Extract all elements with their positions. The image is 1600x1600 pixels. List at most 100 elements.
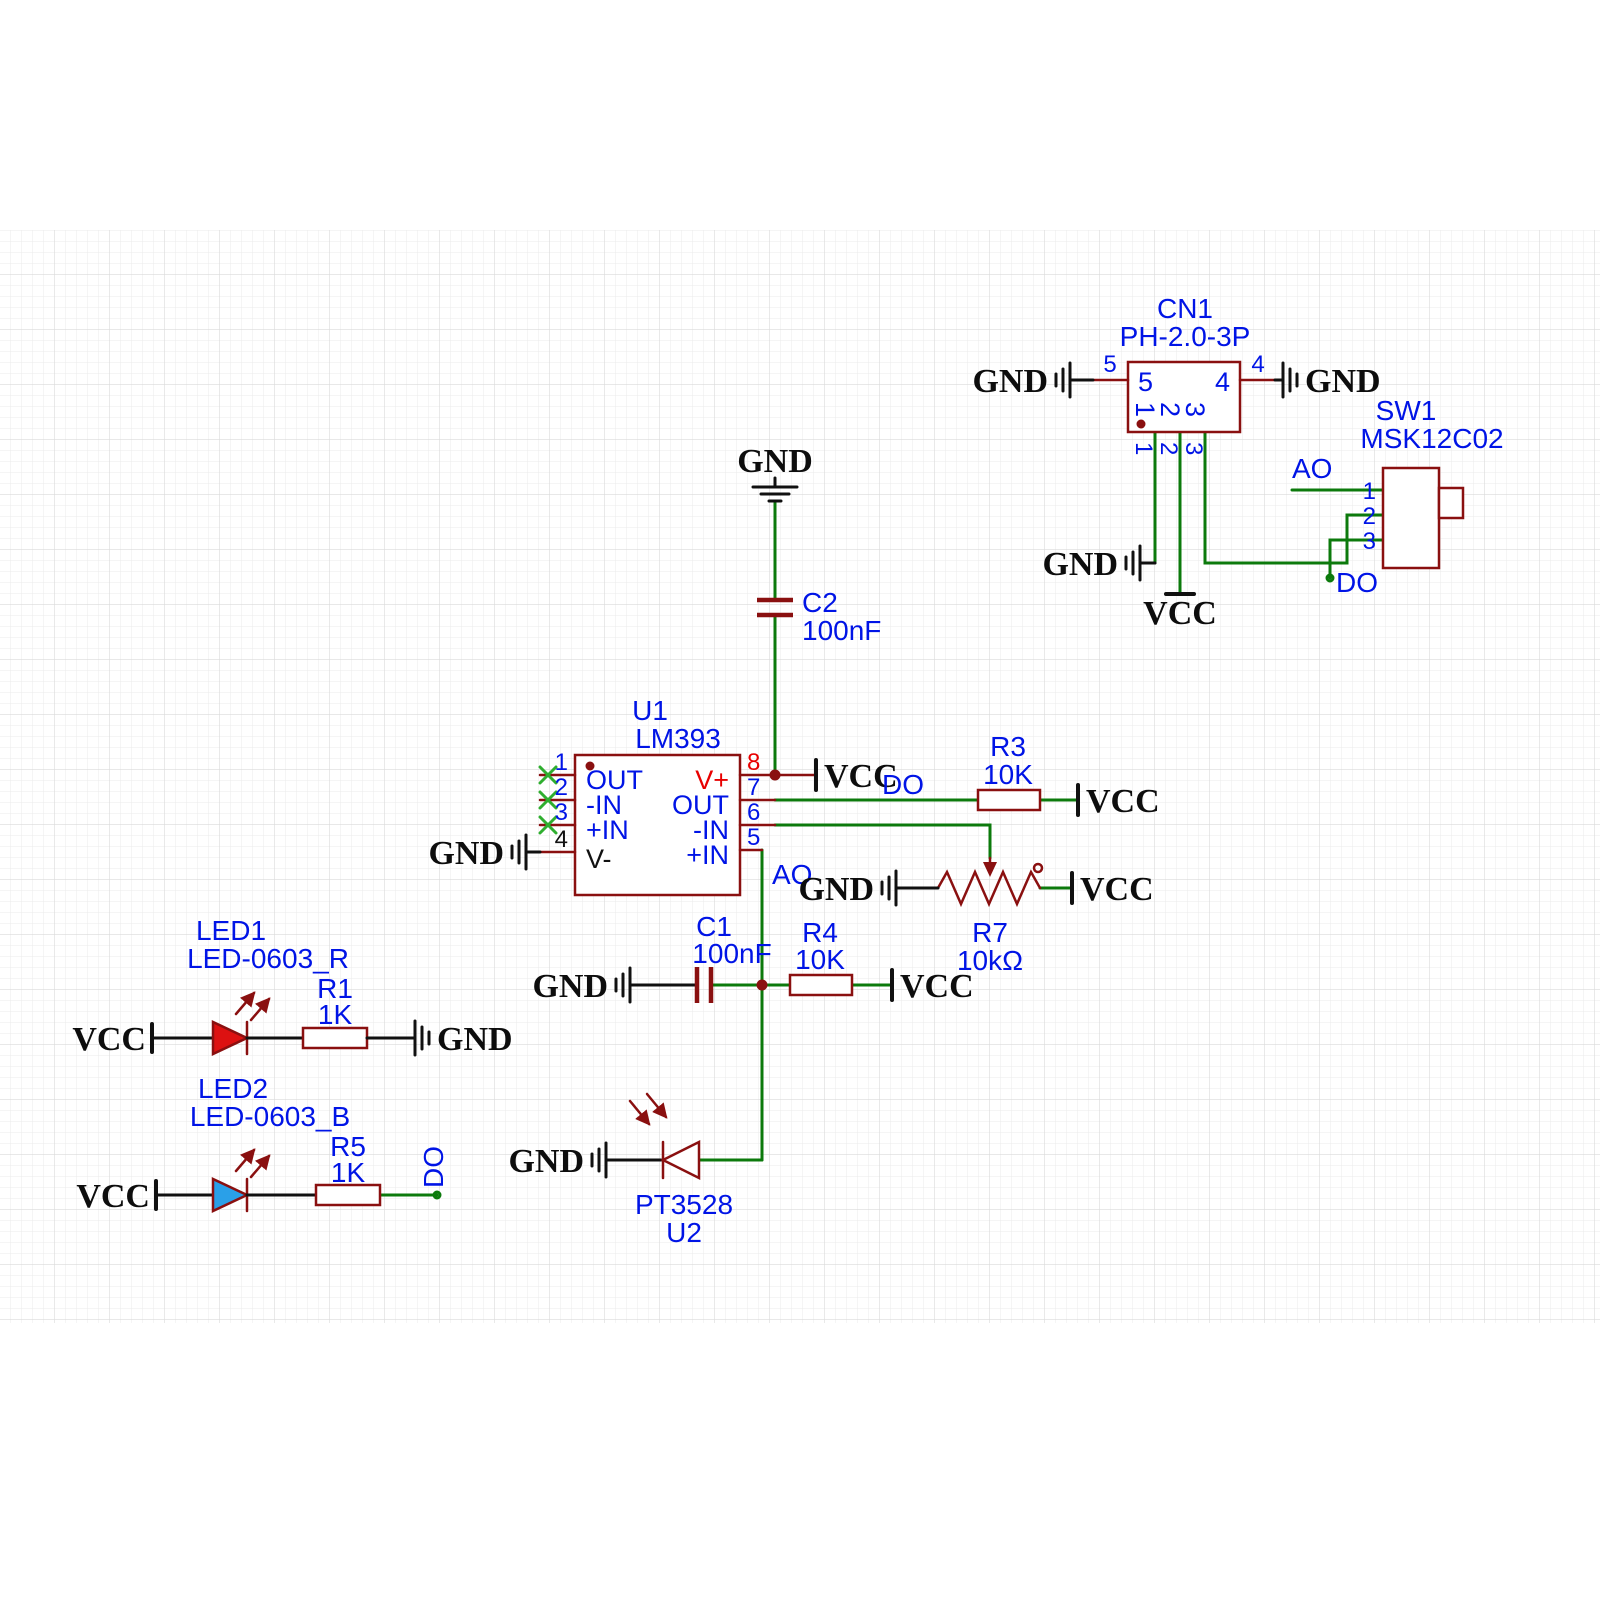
r7-value-label[interactable]: 10kΩ bbox=[957, 945, 1023, 976]
vcc-net-label[interactable]: VCC bbox=[824, 758, 898, 795]
led2-blue[interactable]: LED2 LED-0603_B bbox=[190, 1073, 350, 1213]
resistor-r4[interactable]: R4 10K bbox=[788, 917, 854, 997]
wire-cn1-pin3-to-sw1[interactable] bbox=[1203, 430, 1385, 565]
gnd-port-r7[interactable]: GND bbox=[798, 869, 940, 908]
do-net-label[interactable]: DO bbox=[418, 1146, 449, 1188]
potentiometer-r7[interactable]: R7 10kΩ bbox=[936, 856, 1044, 976]
u1-value-label[interactable]: LM393 bbox=[635, 723, 721, 754]
resistor-r5[interactable]: R5 1K bbox=[314, 1131, 382, 1207]
vcc-net-label[interactable]: VCC bbox=[72, 1021, 146, 1058]
led2-value-label[interactable]: LED-0603_B bbox=[190, 1101, 350, 1132]
gnd-net-label[interactable]: GND bbox=[437, 1021, 513, 1058]
cn1-body[interactable] bbox=[1126, 360, 1242, 434]
r3-body[interactable] bbox=[976, 788, 1042, 812]
gnd-port-cn1-right[interactable]: GND bbox=[1273, 361, 1381, 400]
u1-pin4-number: 4 bbox=[555, 826, 568, 853]
ao-net-label[interactable]: AO bbox=[772, 859, 812, 890]
r5-body[interactable] bbox=[314, 1183, 382, 1207]
vcc-net-label[interactable]: VCC bbox=[900, 968, 974, 1005]
r4-body[interactable] bbox=[788, 973, 854, 997]
gnd-net-label[interactable]: GND bbox=[428, 835, 504, 872]
r3-value-label[interactable]: 10K bbox=[983, 759, 1033, 790]
gnd-port-cn1-pin1[interactable]: GND bbox=[1042, 544, 1157, 583]
gnd-net-label[interactable]: GND bbox=[1305, 363, 1381, 400]
u2-ref-label[interactable]: U2 bbox=[666, 1217, 702, 1248]
u1-body[interactable] bbox=[573, 753, 742, 897]
gnd-net-label[interactable]: GND bbox=[972, 363, 1048, 400]
gnd-net-label[interactable]: GND bbox=[798, 871, 874, 908]
led2-triangle[interactable] bbox=[211, 1177, 250, 1213]
vcc-net-label[interactable]: VCC bbox=[1143, 595, 1217, 632]
wire-pin6-to-r7-wiper[interactable] bbox=[773, 823, 992, 860]
gnd-net-label[interactable]: GND bbox=[1042, 546, 1118, 583]
vcc-net-label[interactable]: VCC bbox=[76, 1178, 150, 1215]
r7-zigzag[interactable] bbox=[936, 868, 1042, 908]
junction-ao-c1-r4 bbox=[756, 979, 768, 991]
u1-ref-label[interactable]: U1 bbox=[632, 695, 668, 726]
r3-ref-label[interactable]: R3 bbox=[990, 731, 1026, 762]
ao-net-label[interactable]: AO bbox=[1292, 453, 1332, 484]
capacitor-c2[interactable]: C2 100nF bbox=[757, 587, 881, 646]
connector-cn1[interactable]: CN1 PH-2.0-3P 5 4 5 4 1 2 3 1 2 3 bbox=[1091, 293, 1277, 455]
gnd-port-c1[interactable]: GND bbox=[532, 966, 699, 1005]
led1-ref-label[interactable]: LED1 bbox=[196, 915, 266, 946]
do-net-label[interactable]: DO bbox=[1336, 567, 1378, 598]
r1-body[interactable] bbox=[301, 1026, 369, 1050]
r4-ref-label[interactable]: R4 bbox=[802, 917, 838, 948]
ic-u1-lm393[interactable]: U1 LM393 1 2 3 4 8 7 6 5 OUT -IN +IN V- … bbox=[538, 695, 818, 897]
gnd-net-label[interactable]: GND bbox=[737, 443, 813, 480]
vcc-net-label[interactable]: VCC bbox=[1086, 783, 1160, 820]
r1-value-label[interactable]: 1K bbox=[318, 999, 353, 1030]
vcc-port-u1-pin8[interactable]: VCC bbox=[814, 758, 898, 795]
vcc-port-cn1-pin2[interactable]: VCC bbox=[1143, 592, 1217, 632]
gnd-net-label[interactable]: GND bbox=[532, 968, 608, 1005]
gnd-port-u1-pin4[interactable]: GND bbox=[428, 833, 542, 872]
c1-value-label[interactable]: 100nF bbox=[692, 938, 771, 969]
sw1-ref-label[interactable]: SW1 bbox=[1376, 395, 1437, 426]
c2-ref-label[interactable]: C2 bbox=[802, 587, 838, 618]
c1-ref-label[interactable]: C1 bbox=[696, 911, 732, 942]
cn1-value-label[interactable]: PH-2.0-3P bbox=[1120, 321, 1251, 352]
vcc-port-r3[interactable]: VCC bbox=[1076, 783, 1160, 820]
capacitor-plates[interactable] bbox=[694, 967, 714, 1003]
u1-pin3-name: +IN bbox=[586, 815, 629, 845]
photodiode-u2[interactable]: PT3528 U2 bbox=[628, 1092, 733, 1248]
gnd-symbol-icon bbox=[1273, 361, 1299, 399]
vcc-port-led1[interactable]: VCC bbox=[72, 1021, 215, 1058]
r5-ref-label[interactable]: R5 bbox=[330, 1131, 366, 1162]
r7-ref-label[interactable]: R7 bbox=[972, 917, 1008, 948]
sw1-body[interactable] bbox=[1381, 466, 1441, 570]
resistor-r3[interactable]: R3 10K bbox=[976, 731, 1042, 812]
cn1-pin4-number: 4 bbox=[1251, 351, 1264, 378]
cn1-ref-label[interactable]: CN1 bbox=[1157, 293, 1213, 324]
r1-ref-label[interactable]: R1 bbox=[317, 973, 353, 1004]
gnd-port-cn1-left[interactable]: GND bbox=[972, 361, 1095, 400]
r4-value-label[interactable]: 10K bbox=[795, 944, 845, 975]
switch-sw1[interactable]: SW1 MSK12C02 1 2 3 AO DO bbox=[1292, 395, 1504, 598]
wire-sw1-pin3-do[interactable] bbox=[1328, 538, 1385, 580]
capacitor-plates[interactable] bbox=[757, 597, 793, 618]
gnd-port-u2[interactable]: GND bbox=[508, 1141, 663, 1180]
sw1-pin3-number: 3 bbox=[1363, 528, 1376, 555]
do-net-label[interactable]: DO bbox=[882, 769, 924, 800]
vcc-port-r4[interactable]: VCC bbox=[890, 968, 974, 1005]
resistor-r1[interactable]: R1 1K bbox=[301, 973, 369, 1050]
led2-ref-label[interactable]: LED2 bbox=[198, 1073, 268, 1104]
u2-value-label[interactable]: PT3528 bbox=[635, 1189, 733, 1220]
led1-red[interactable]: LED1 LED-0603_R bbox=[187, 915, 349, 1056]
r5-value-label[interactable]: 1K bbox=[331, 1157, 366, 1188]
u2-diode-triangle[interactable] bbox=[660, 1139, 701, 1181]
vcc-net-label[interactable]: VCC bbox=[1080, 871, 1154, 908]
gnd-net-label[interactable]: GND bbox=[508, 1143, 584, 1180]
led1-value-label[interactable]: LED-0603_R bbox=[187, 943, 349, 974]
gnd-port-top[interactable]: GND bbox=[737, 443, 813, 503]
sw1-value-label[interactable]: MSK12C02 bbox=[1360, 423, 1503, 454]
gnd-port-led1[interactable]: GND bbox=[365, 1019, 513, 1058]
capacitor-c1[interactable]: C1 100nF bbox=[692, 911, 772, 1003]
led1-triangle[interactable] bbox=[211, 1020, 250, 1056]
vcc-port-led2[interactable]: VCC bbox=[76, 1178, 215, 1215]
u1-pin8-number: 8 bbox=[747, 749, 760, 776]
vcc-port-r7[interactable]: VCC bbox=[1070, 871, 1154, 908]
c2-value-label[interactable]: 100nF bbox=[802, 615, 881, 646]
